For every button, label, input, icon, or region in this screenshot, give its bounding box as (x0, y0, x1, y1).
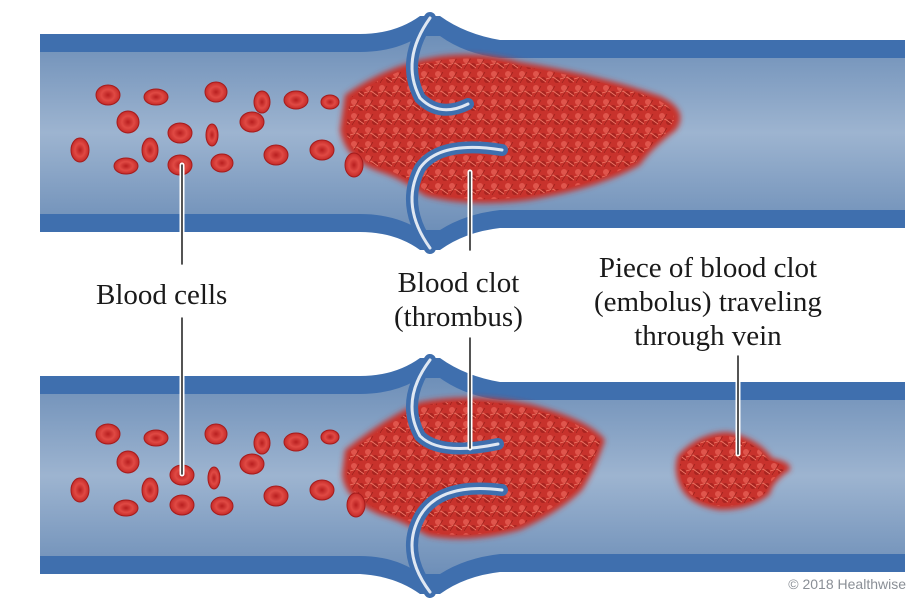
top-blood-cells (70, 81, 364, 178)
copyright-credit: © 2018 Healthwise (788, 576, 906, 592)
thrombus-label-line1: Blood clot (397, 267, 520, 299)
bottom-clot (342, 397, 605, 539)
thrombus-label-line2: (thrombus) (394, 301, 523, 333)
bottom-valve (406, 354, 508, 598)
embolus-label-line3: through vein (634, 320, 782, 352)
embolus-label: Piece of blood clot (embolus) traveling … (594, 251, 822, 353)
blood-cells-label-text: Blood cells (96, 279, 228, 311)
embolus (675, 432, 791, 510)
bottom-vein (40, 354, 905, 598)
top-vein (40, 12, 905, 254)
thrombus-label: Blood clot (thrombus) (394, 266, 523, 334)
blood-cells-label: Blood cells (96, 278, 227, 312)
embolus-label-line1: Piece of blood clot (598, 252, 818, 284)
embolus-label-line2: (embolus) traveling (594, 286, 822, 318)
bottom-blood-cells (70, 423, 366, 518)
top-valve (406, 12, 508, 254)
leader-lines (179, 162, 741, 477)
